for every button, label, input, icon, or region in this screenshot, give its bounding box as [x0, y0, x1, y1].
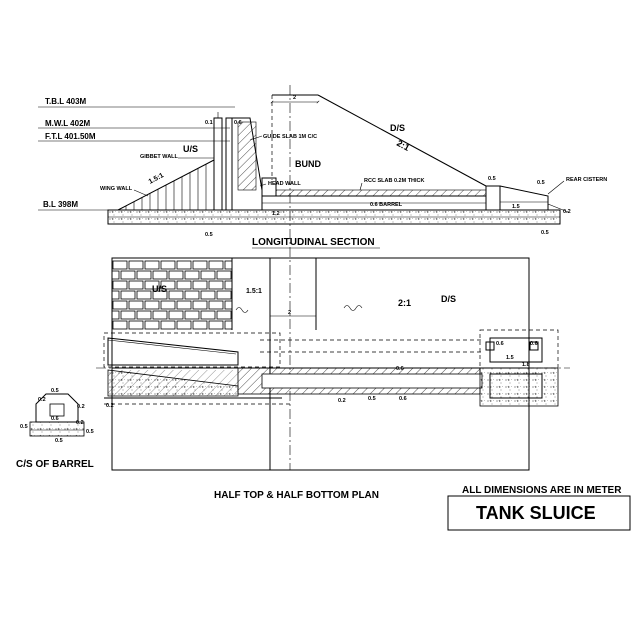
plan-dim-05: 0.5 [368, 396, 376, 402]
ds-label-plan: D/S [441, 294, 456, 304]
cs-barrel: 0.5 0.2 0.2 0.6 0.5 0.2 0.5 0.5 C/S OF B… [16, 388, 94, 470]
bl-level-label: B.L 398M [43, 200, 78, 209]
rear-cistern-label: REAR CISTERN [566, 177, 607, 183]
tbl-level-label: T.B.L 403M [45, 97, 87, 106]
slope-us-section: 1.5:1 [148, 172, 165, 186]
head-wall-label: HEAD WALL [268, 181, 301, 187]
cs-title: C/S OF BARREL [16, 459, 94, 470]
bund-label: BUND [295, 159, 321, 169]
plan-dim-06d: 0.6 [399, 396, 407, 402]
us-label-plan: U/S [152, 284, 167, 294]
plan-view: U/S 1.5:1 2:1 D/S 2 [96, 257, 570, 501]
water-symbol-1 [235, 307, 249, 313]
dim-02: 0.2 [563, 209, 571, 215]
title-block: ALL DIMENSIONS ARE IN METER TANK SLUICE [447, 485, 631, 531]
plan-dim-06c: 0.6 [396, 366, 404, 372]
dim-05b: 0.5 [488, 176, 496, 182]
cs-dim-05d: 0.5 [55, 438, 63, 444]
dim-01: 0.1 [205, 120, 213, 126]
barrel-label: 0.6 BARREL [370, 202, 403, 208]
cs-dim-05c: 0.5 [86, 429, 94, 435]
longitudinal-section: T.B.L 403M M.W.L 402M F.T.L 401.50M B.L … [38, 94, 607, 249]
gibbet-wall [213, 112, 233, 211]
slope-ds-plan: 2:1 [398, 298, 411, 308]
slope-ds-section: 2:1 [395, 138, 411, 153]
plan-dim-02a: 0.2 [338, 398, 346, 404]
head-wall [231, 117, 263, 211]
ds-label-section: D/S [390, 123, 405, 133]
dimensions-note: ALL DIMENSIONS ARE IN METER [462, 485, 622, 496]
dim-12: 1.2 [272, 211, 280, 217]
upstream-slope [117, 159, 215, 211]
bund-outline [271, 94, 487, 187]
ftl-level-label: F.T.L 401.50M [45, 132, 96, 141]
drawing-title: TANK SLUICE [476, 503, 596, 523]
dim-06a: 0.6 [234, 120, 242, 126]
barrel-plan-bottom [104, 367, 559, 407]
cs-dim-06: 0.6 [51, 416, 59, 422]
cs-dim-02c: 0.2 [76, 420, 84, 426]
cs-dim-02a: 0.2 [38, 397, 46, 403]
rcc-slab-label: RCC SLAB 0.2M THICK [364, 178, 425, 184]
plan-title: HALF TOP & HALF BOTTOM PLAN [214, 490, 379, 501]
brick-pitching [112, 260, 232, 330]
dim-05d: 0.5 [541, 230, 549, 236]
guide-slab-label: GUIDE SLAB 1M C/C [263, 134, 317, 140]
barrel-plan-top [103, 329, 559, 369]
plan-dim-06b: 0.6 [530, 341, 538, 347]
dim-05a: 0.5 [205, 232, 213, 238]
dim-05c: 0.5 [537, 180, 545, 186]
water-symbol-2 [343, 305, 363, 311]
cs-dim-05a: 0.5 [51, 388, 59, 394]
plan-dim-18: 1.8 [522, 362, 530, 368]
plan-dim-2: 2 [288, 310, 291, 316]
rear-cistern-slope [499, 185, 549, 210]
dim-top-width: 2 [293, 95, 296, 101]
gibbet-wall-label: GIBBET WALL [140, 154, 179, 160]
wing-wall-label: WING WALL [100, 186, 133, 192]
slope-us-plan: 1.5:1 [246, 288, 262, 295]
plan-dim-06a: 0.6 [496, 341, 504, 347]
plan-dim-02b: 0.2 [106, 403, 114, 409]
cs-dim-02b: 0.2 [77, 404, 85, 410]
cs-dim-05b: 0.5 [20, 424, 28, 430]
longitudinal-section-title: LONGITUDINAL SECTION [252, 237, 375, 248]
title-box [447, 495, 631, 531]
mwl-level-label: M.W.L 402M [45, 119, 91, 128]
plan-dim-15: 1.5 [506, 355, 514, 361]
us-label-section: U/S [183, 144, 198, 154]
dim-15: 1.5 [512, 204, 520, 210]
